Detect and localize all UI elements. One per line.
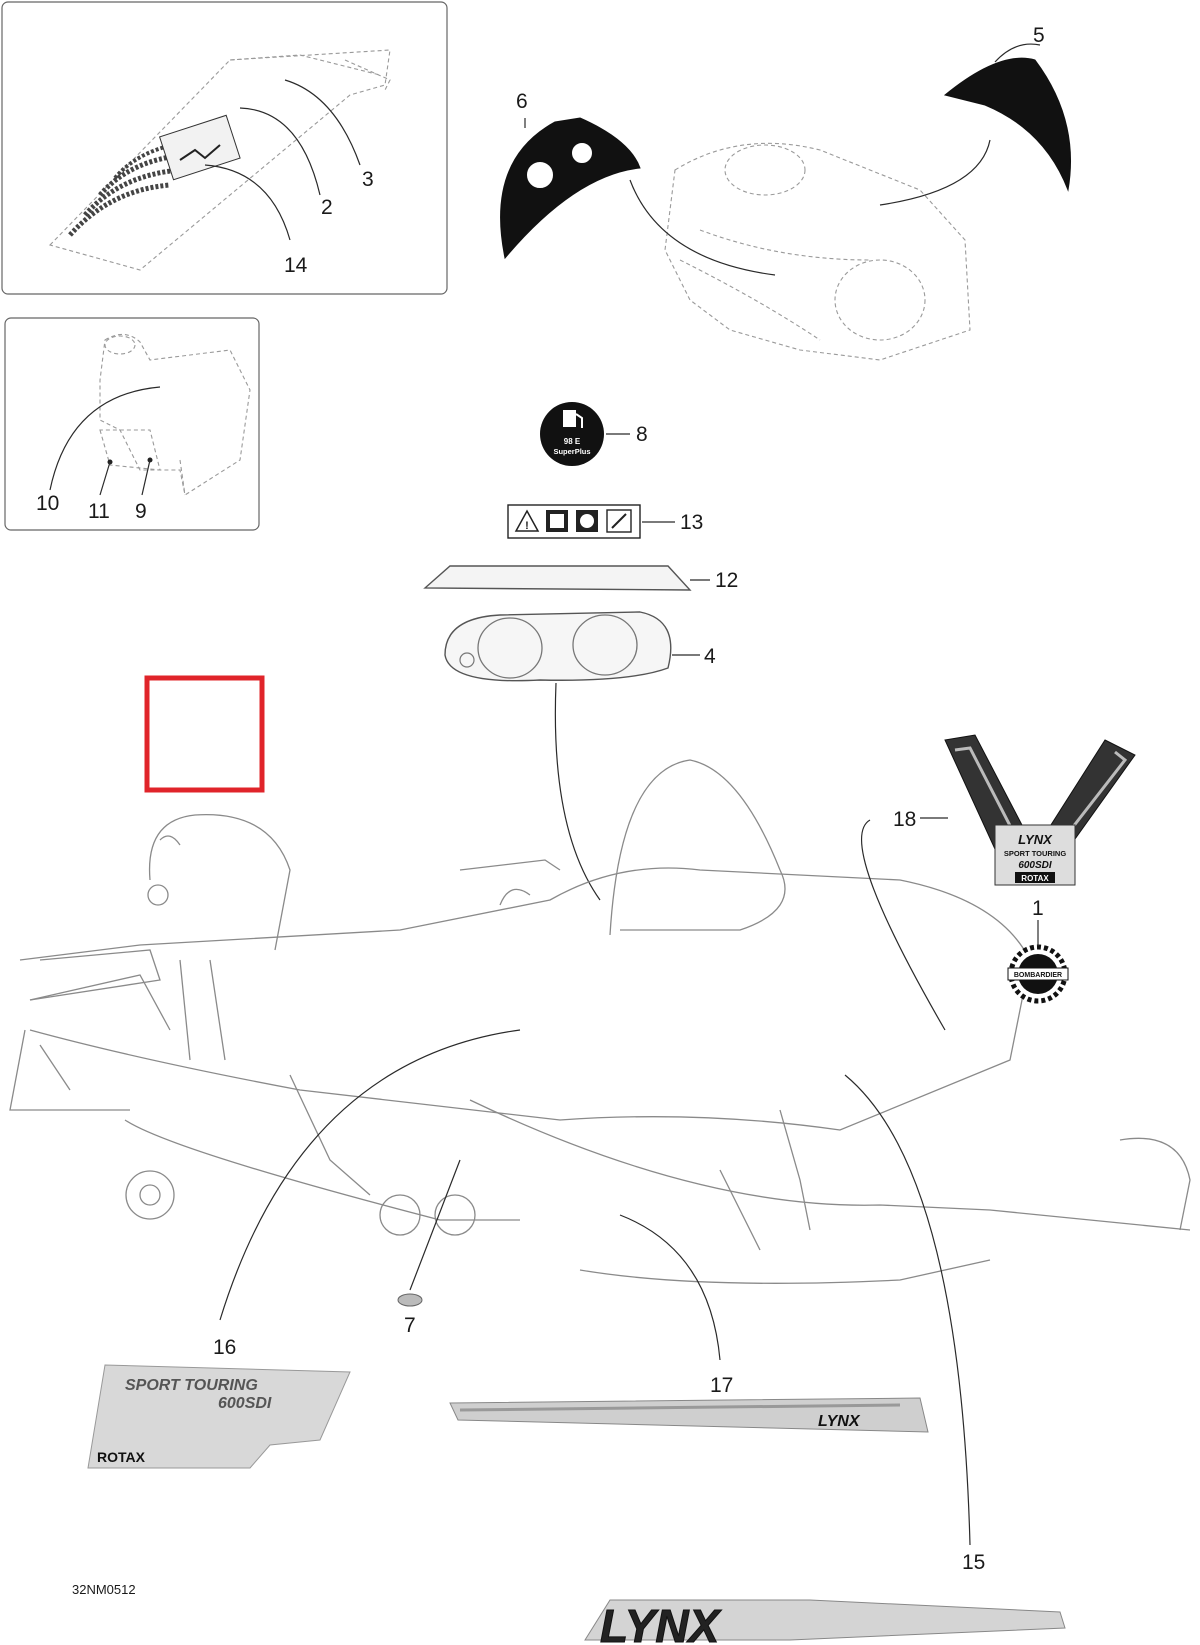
callout-8: 8 xyxy=(636,423,648,446)
side-decal-line2: 600SDI xyxy=(218,1395,272,1412)
fuel-grade-text: SuperPlus xyxy=(553,447,590,456)
fuel-octane-text: 98 E xyxy=(564,437,581,446)
callout-2: 2 xyxy=(321,196,333,219)
fuel-pump-icon xyxy=(563,410,583,428)
snowmobile-sketch xyxy=(9,759,1191,1284)
callout-18: 18 xyxy=(893,808,916,831)
stripe-brand: LYNX xyxy=(818,1413,861,1430)
emblem-engine: 600SDI xyxy=(1018,860,1052,871)
child-warning-icon xyxy=(606,509,632,533)
side-decal-line1: SPORT TOURING xyxy=(125,1377,258,1394)
inset-panel-oil-tank: 10 11 9 xyxy=(4,317,260,531)
lynx-emblem-decal: LYNX SPORT TOURING 600SDI ROTAX xyxy=(944,734,1136,886)
bombardier-badge-decal: BOMBARDIER 1 xyxy=(1007,897,1069,1004)
warning-triangle-icon: ! xyxy=(514,509,540,532)
emblem-rotax: ROTAX xyxy=(1021,874,1049,883)
highlight-frame xyxy=(144,675,265,793)
inset-panel-tunnel: 3 2 14 xyxy=(1,1,448,295)
callout-6: 6 xyxy=(516,90,528,113)
callout-9: 9 xyxy=(135,500,147,523)
callout-4: 4 xyxy=(704,645,716,668)
fuel-decal: 98 E SuperPlus 8 xyxy=(540,402,648,466)
side-panel-decal: SPORT TOURING 600SDI ROTAX xyxy=(87,1364,351,1469)
callout-15: 15 xyxy=(962,1551,985,1574)
gauge-decal: 4 xyxy=(444,611,716,901)
large-lynx-brand: LYNX xyxy=(600,1600,722,1645)
diagram-reference-code: 32NM0512 xyxy=(72,1582,136,1597)
svg-text:!: ! xyxy=(525,520,529,532)
console-sketch xyxy=(664,142,971,361)
tunnel-warning-label xyxy=(158,114,241,181)
hood-stripe-decal: LYNX xyxy=(449,1397,929,1433)
badge-text: BOMBARDIER xyxy=(1014,972,1062,979)
side-decal-brand: ROTAX xyxy=(97,1449,146,1465)
decal-5 xyxy=(943,57,1071,192)
callout-13: 13 xyxy=(680,511,703,534)
callout-17: 17 xyxy=(710,1374,733,1397)
callout-1: 1 xyxy=(1032,897,1044,920)
callout-7: 7 xyxy=(404,1314,416,1337)
callout-5: 5 xyxy=(1033,24,1045,47)
console-decals: 5 6 xyxy=(500,24,1071,361)
safety-decal: ! 13 xyxy=(507,504,703,539)
read-manual-icon xyxy=(546,510,568,532)
windshield-decal: 12 xyxy=(423,565,738,592)
face-shield-icon xyxy=(576,510,598,532)
callout-16: 16 xyxy=(213,1336,236,1359)
callout-11: 11 xyxy=(88,500,110,523)
callout-14: 14 xyxy=(284,254,308,277)
emblem-brand: LYNX xyxy=(1018,832,1053,847)
callout-10: 10 xyxy=(36,492,59,515)
callout-12: 12 xyxy=(715,569,738,592)
callout-3: 3 xyxy=(362,168,374,191)
large-lynx-decal: LYNX xyxy=(584,1599,1066,1645)
emblem-model: SPORT TOURING xyxy=(1004,849,1067,858)
decal-6 xyxy=(500,117,641,260)
